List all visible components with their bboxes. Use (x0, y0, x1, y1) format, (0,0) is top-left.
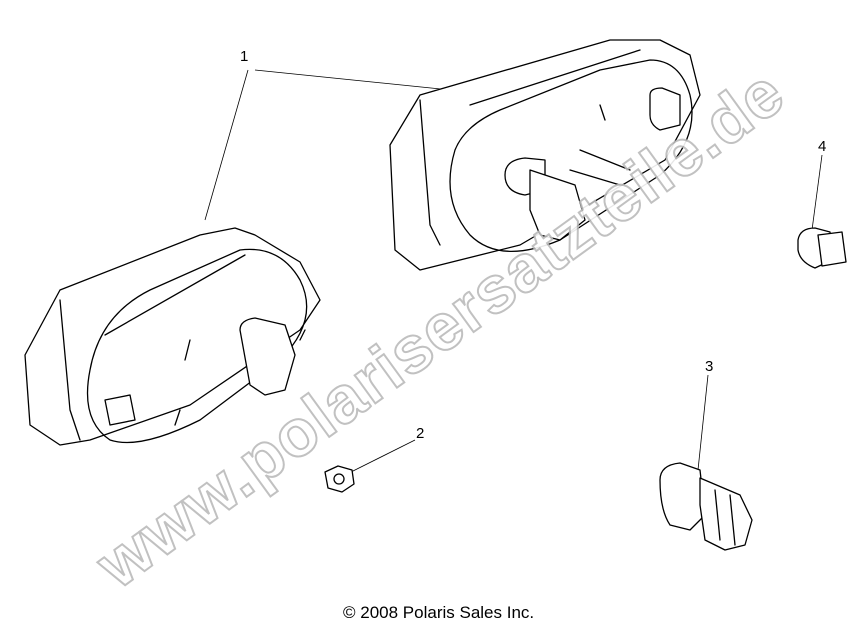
part-4-socket (797, 227, 847, 269)
callout-2: 2 (416, 425, 425, 442)
leader-4 (811, 154, 823, 231)
part-2-nut (324, 465, 355, 493)
part-3-socket (659, 462, 753, 551)
copyright-notice: © 2008 Polaris Sales Inc. (343, 603, 535, 622)
leader-lines (204, 69, 823, 476)
callout-4: 4 (818, 138, 827, 155)
leader-1b (254, 69, 471, 93)
leader-2 (344, 439, 416, 476)
taillight-assembly-right (389, 39, 701, 271)
leader-3 (697, 374, 709, 471)
taillight-assembly-left (24, 227, 321, 446)
callout-3: 3 (705, 358, 714, 375)
leader-1a (204, 69, 249, 221)
callout-1: 1 (240, 48, 249, 65)
